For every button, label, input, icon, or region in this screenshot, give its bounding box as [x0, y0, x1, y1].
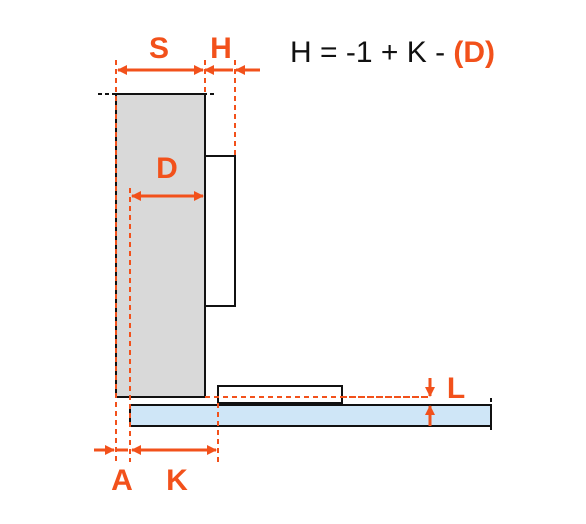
label-h: H	[210, 32, 232, 65]
label-s: S	[149, 32, 169, 65]
mounting-plate	[217, 385, 343, 404]
formula-text: H = -1 + K - (D)	[290, 36, 495, 69]
label-d: D	[156, 152, 178, 185]
extension-lines	[115, 60, 430, 462]
hinge-arm-plate	[204, 155, 236, 307]
formula-highlight: (D)	[453, 36, 495, 69]
label-l: L	[447, 372, 465, 405]
label-k: K	[166, 464, 188, 497]
formula-prefix: H = -1 + K -	[290, 36, 453, 69]
cabinet-frame	[129, 404, 492, 427]
label-a: A	[111, 464, 133, 497]
